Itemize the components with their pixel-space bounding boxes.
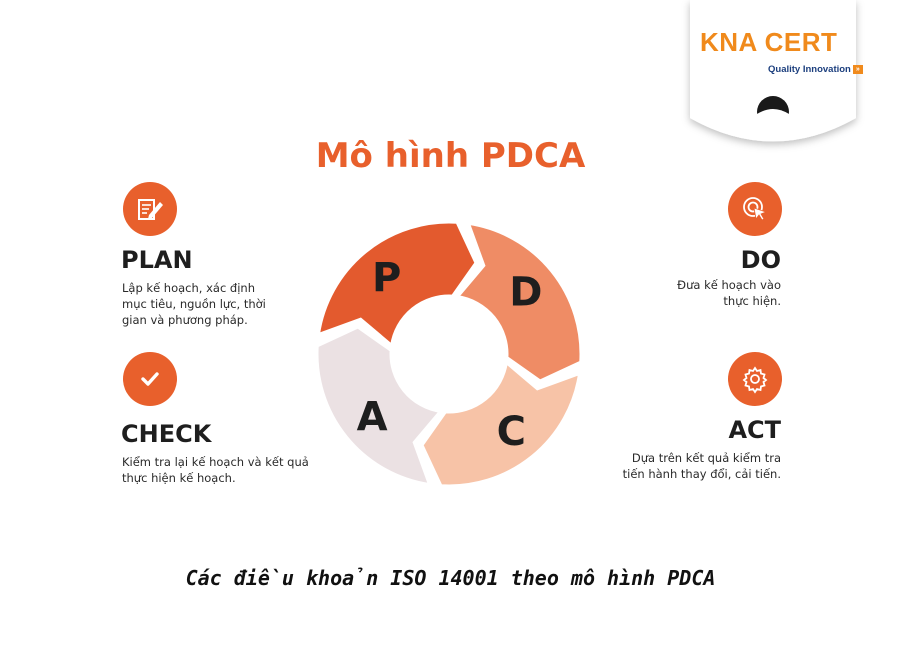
do-description: Đưa kế hoạch vào thực hiện. xyxy=(677,278,781,308)
do-title: DO xyxy=(740,246,781,274)
logo-tagline: Quality Innovation» xyxy=(768,64,863,75)
segment-check xyxy=(420,359,582,488)
tag-arrow-icon: » xyxy=(852,64,863,74)
act-description: Dựa trên kết quả kiểm tra tiến hành thay… xyxy=(622,451,781,481)
segment-plan xyxy=(316,220,478,349)
do-icon-circle xyxy=(728,182,782,236)
segment-letter-c: C xyxy=(497,409,526,455)
document-pen-icon xyxy=(138,199,163,220)
segment-act xyxy=(315,325,444,487)
segment-letter-p: P xyxy=(372,255,401,301)
target-cursor-icon xyxy=(743,197,768,221)
check-icon-circle xyxy=(123,352,177,406)
checkmark-icon xyxy=(141,372,159,386)
segment-letter-d: D xyxy=(509,270,542,316)
act-icon-circle xyxy=(728,352,782,406)
act-title: ACT xyxy=(728,416,781,444)
check-description: Kiểm tra lại kế hoạch và kết quả thực hi… xyxy=(122,455,309,485)
plan-icon-circle xyxy=(123,182,177,236)
figure-caption: Các điều khoản ISO 14001 theo mô hình PD… xyxy=(185,566,716,590)
plan-description: Lập kế hoạch, xác định mục tiêu, nguồn l… xyxy=(122,281,266,327)
check-title: CHECK xyxy=(121,420,212,448)
diagram-title: Mô hình PDCA xyxy=(315,136,586,176)
plan-title: PLAN xyxy=(121,246,193,274)
segment-do xyxy=(454,221,583,383)
segment-letter-a: A xyxy=(357,394,388,440)
logo-title: KNA CERT xyxy=(700,27,838,57)
gear-icon xyxy=(742,366,768,394)
